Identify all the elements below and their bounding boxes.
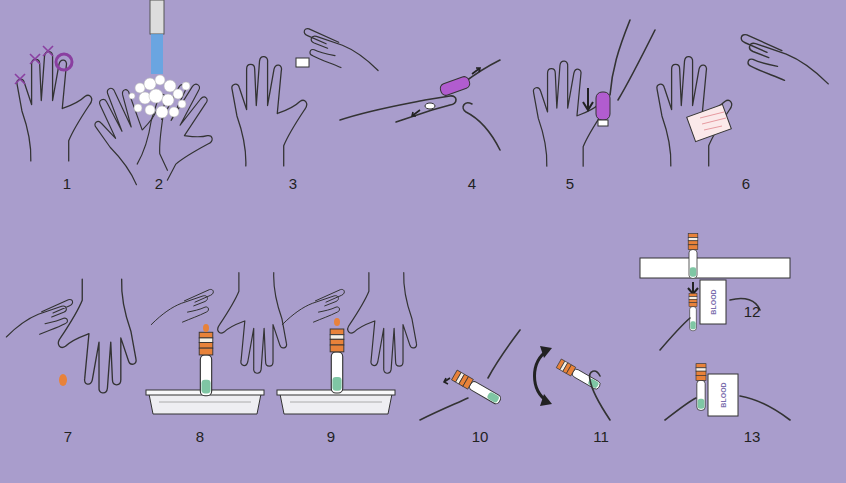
tube-label-text: BLOOD [710, 289, 717, 314]
step-number: 7 [64, 429, 72, 444]
step-number: 4 [468, 176, 476, 191]
step-1-hand [15, 46, 92, 161]
step-10-cap [420, 330, 520, 420]
step-8-fill [146, 273, 287, 414]
step-number: 10 [472, 429, 489, 444]
step-7-drop [6, 279, 136, 393]
step-number: 12 [744, 304, 761, 319]
step-number: 11 [593, 429, 609, 444]
step-number: 3 [289, 176, 297, 191]
step-number: 9 [327, 429, 335, 444]
step-4-lancet [340, 60, 500, 150]
step-5-prick [533, 20, 655, 166]
step-2-washing [83, 0, 231, 190]
step-13-wrap [665, 364, 790, 420]
step-number: 6 [742, 176, 750, 191]
step-number: 1 [63, 176, 71, 191]
step-12-label [640, 234, 790, 350]
tube-label-text: BLOOD [720, 382, 727, 407]
step-number: 8 [196, 429, 204, 444]
step-6-wipe [657, 35, 828, 166]
step-11-invert [535, 346, 611, 420]
step-3-pad [232, 29, 378, 166]
step-number: 5 [566, 176, 574, 191]
step-number: 13 [744, 429, 761, 444]
step-9-fill [277, 273, 417, 414]
step-number: 2 [155, 176, 163, 191]
